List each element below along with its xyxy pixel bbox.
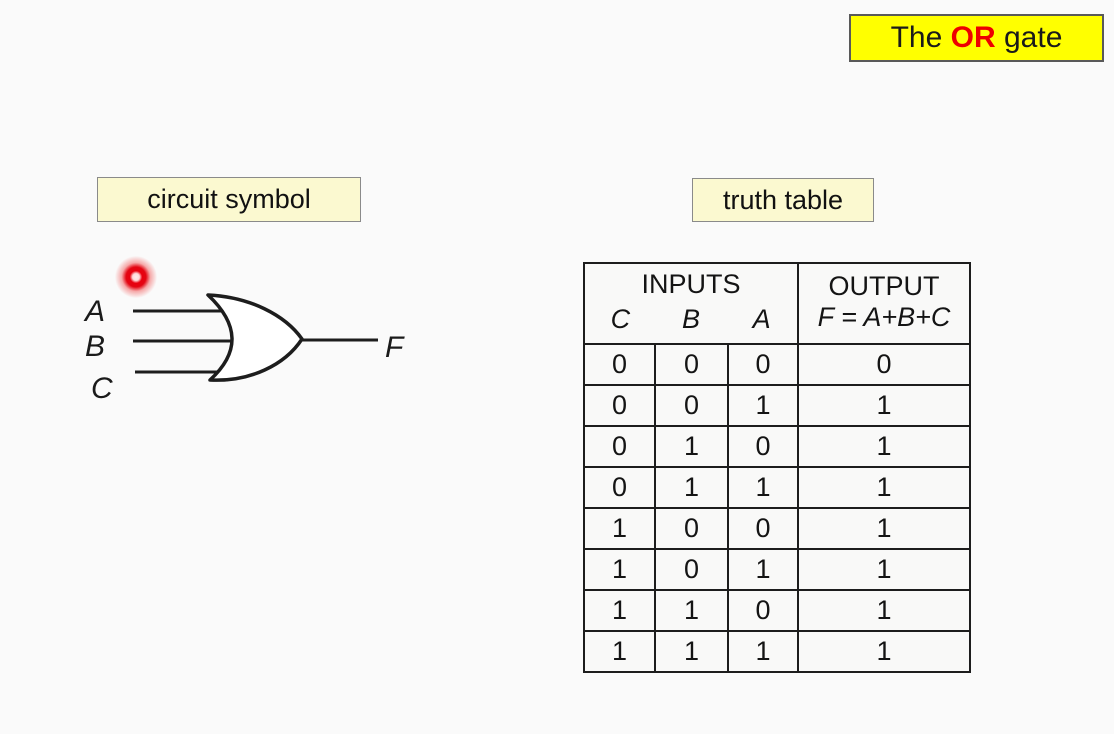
- table-row: 1 0 1 1: [583, 548, 971, 591]
- cell-a: 0: [727, 343, 799, 386]
- cell-b: 1: [654, 589, 729, 632]
- column-label-c: C: [610, 303, 631, 334]
- inputs-column-labels: C B A: [585, 304, 797, 335]
- circuit-symbol-label: circuit symbol: [97, 177, 361, 222]
- or-gate-icon: [133, 293, 378, 382]
- gate-output-label-f: F: [385, 331, 404, 364]
- cell-c: 1: [583, 507, 656, 550]
- truth-table-label: truth table: [692, 178, 874, 222]
- table-row: 1 0 0 1: [583, 507, 971, 550]
- cell-a: 1: [727, 466, 799, 509]
- cell-c: 1: [583, 630, 656, 673]
- cell-b: 1: [654, 425, 729, 468]
- output-header-title: OUTPUT: [828, 270, 940, 301]
- inputs-header-cell: INPUTS C B A: [583, 262, 799, 345]
- cell-f: 1: [797, 548, 971, 591]
- cell-a: 1: [727, 384, 799, 427]
- gate-input-label-b: B: [85, 330, 106, 363]
- gate-input-label-a: A: [85, 295, 106, 328]
- output-header-cell: OUTPUT F = A+B+C: [797, 262, 971, 345]
- cell-c: 0: [583, 343, 656, 386]
- cell-a: 1: [727, 630, 799, 673]
- table-row: 0 0 1 1: [583, 384, 971, 427]
- inputs-header-title: INPUTS: [641, 268, 741, 299]
- circuit-symbol-diagram: A B C F: [80, 255, 420, 425]
- column-label-b: B: [682, 303, 701, 334]
- cell-c: 0: [583, 466, 656, 509]
- cell-f: 1: [797, 507, 971, 550]
- cell-c: 1: [583, 548, 656, 591]
- cell-c: 1: [583, 589, 656, 632]
- column-label-a: A: [752, 303, 771, 334]
- cell-f: 1: [797, 425, 971, 468]
- cell-a: 1: [727, 548, 799, 591]
- cell-c: 0: [583, 425, 656, 468]
- truth-table: INPUTS C B A OUTPUT F = A+B+C 0 0 0 0: [583, 262, 971, 673]
- table-row: 0 1 1 1: [583, 466, 971, 509]
- cell-f: 1: [797, 466, 971, 509]
- output-formula: F = A+B+C: [817, 301, 951, 332]
- cell-a: 0: [727, 425, 799, 468]
- table-row: 1 1 1 1: [583, 630, 971, 673]
- cell-b: 1: [654, 466, 729, 509]
- title-emphasis: OR: [950, 21, 996, 54]
- cell-f: 1: [797, 384, 971, 427]
- truth-table-header-row: INPUTS C B A OUTPUT F = A+B+C: [583, 262, 971, 345]
- cell-c: 0: [583, 384, 656, 427]
- cell-b: 0: [654, 548, 729, 591]
- cell-b: 0: [654, 384, 729, 427]
- cell-f: 0: [797, 343, 971, 386]
- cell-b: 0: [654, 343, 729, 386]
- slide-title: The OR gate: [849, 14, 1104, 62]
- cell-f: 1: [797, 630, 971, 673]
- gate-input-label-c: C: [91, 372, 113, 405]
- title-prefix: The: [890, 21, 943, 54]
- cell-f: 1: [797, 589, 971, 632]
- or-gate-body: [206, 293, 304, 382]
- table-row: 0 1 0 1: [583, 425, 971, 468]
- cell-a: 0: [727, 507, 799, 550]
- table-row: 1 1 0 1: [583, 589, 971, 632]
- cell-b: 1: [654, 630, 729, 673]
- title-suffix: gate: [1004, 21, 1063, 54]
- table-row: 0 0 0 0: [583, 343, 971, 386]
- cell-a: 0: [727, 589, 799, 632]
- cell-b: 0: [654, 507, 729, 550]
